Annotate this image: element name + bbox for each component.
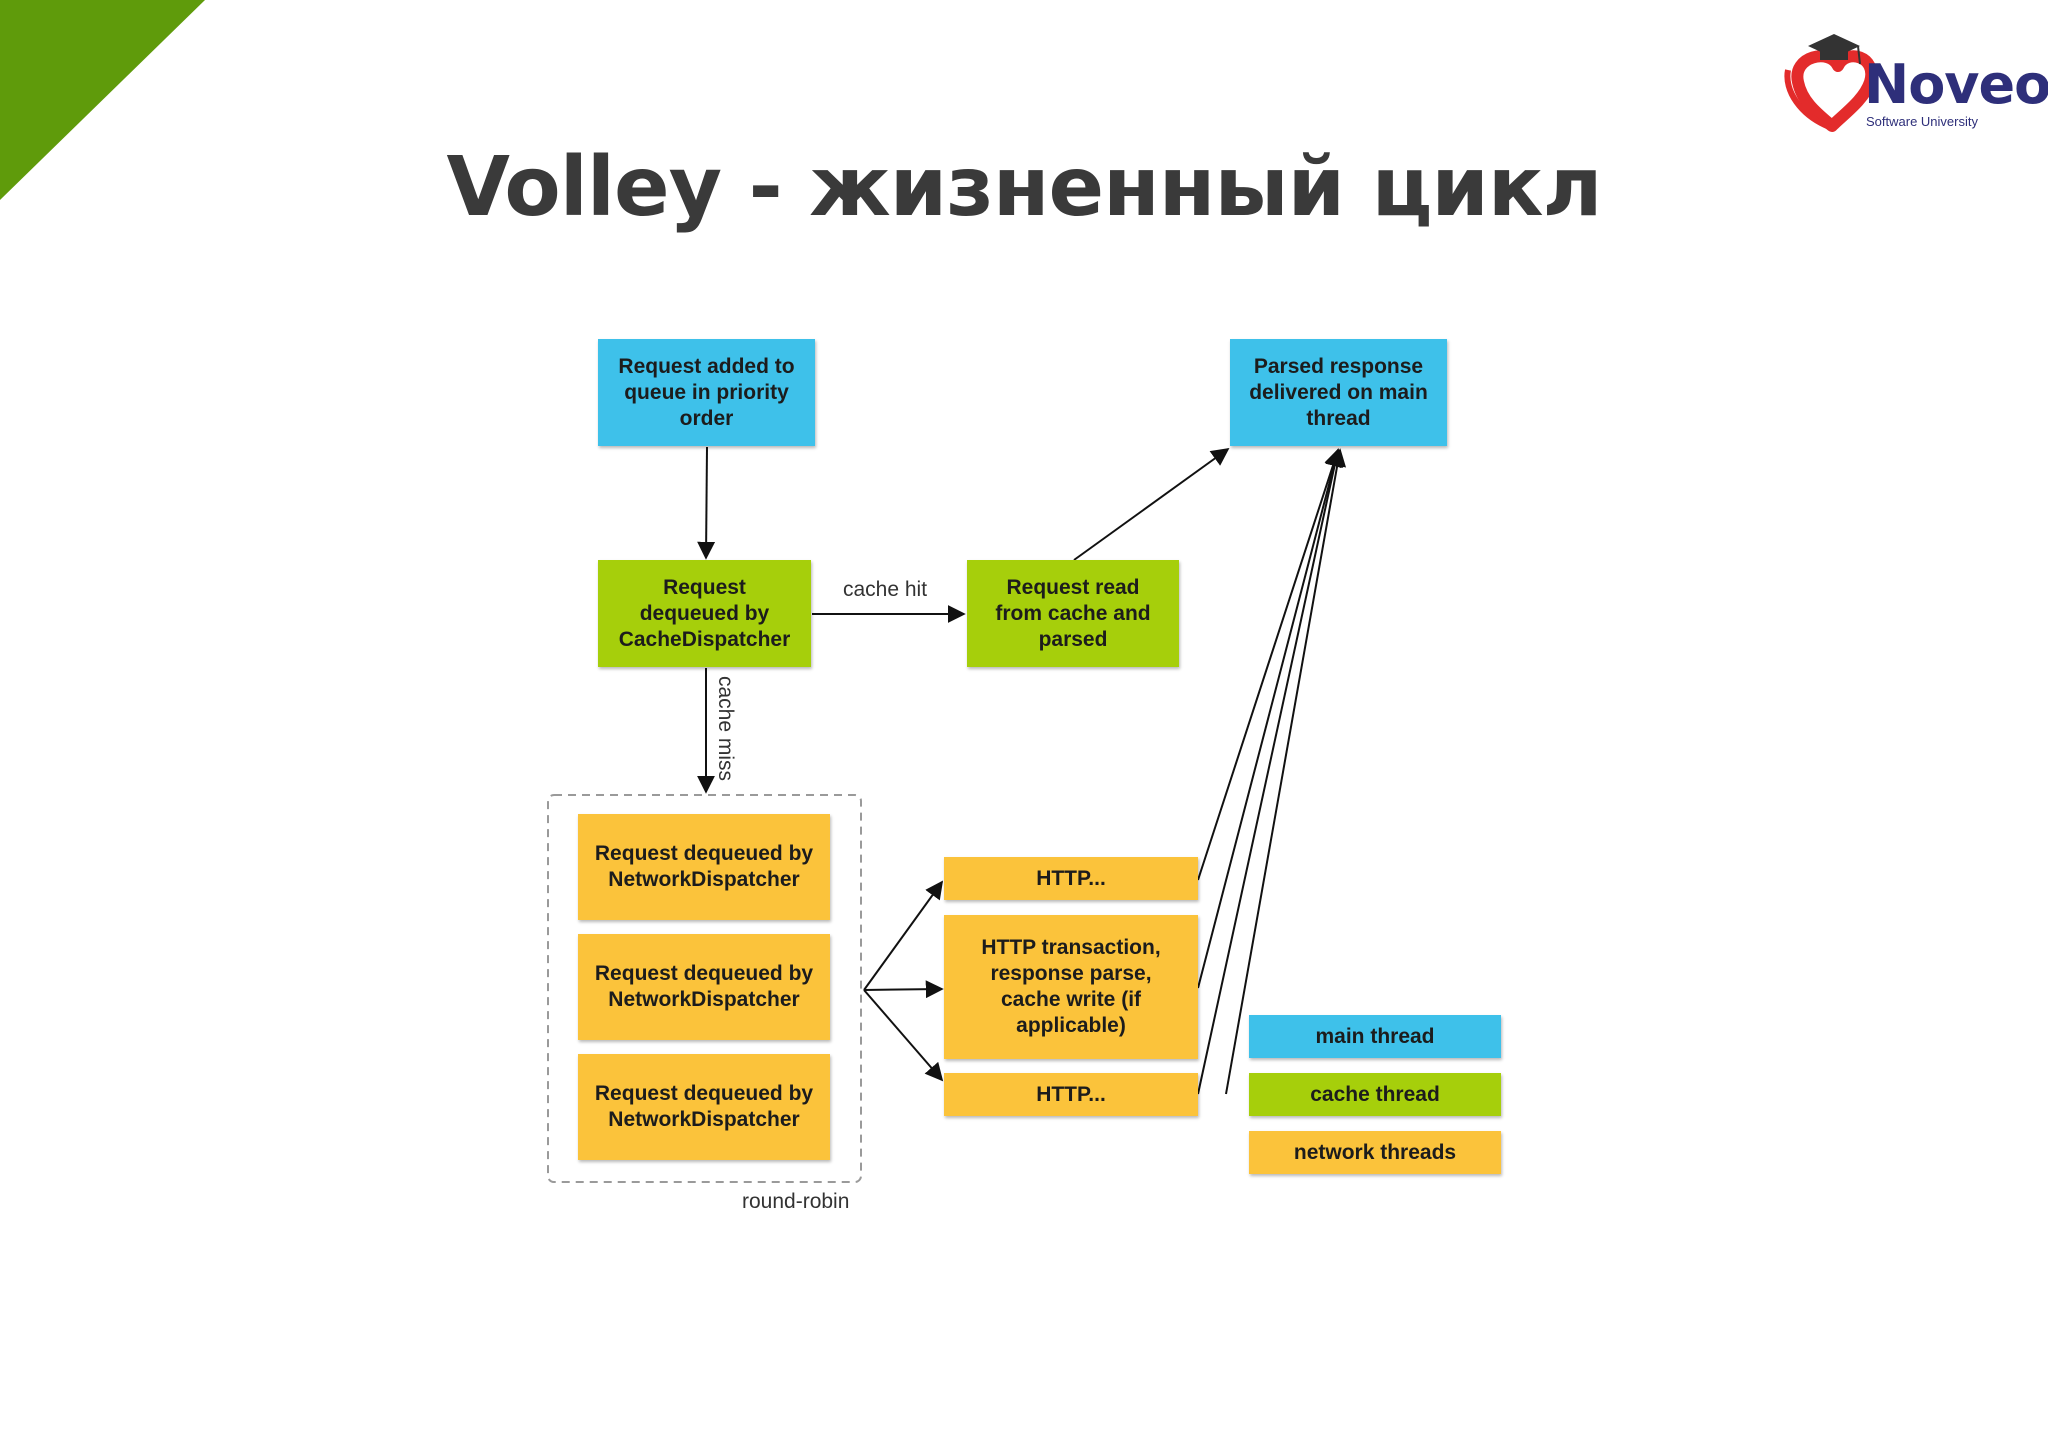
arrow-http-1-to-main (1197, 448, 1342, 881)
noveo-logo-icon (1784, 34, 1878, 132)
node-http-1: HTTP... (944, 857, 1198, 900)
node-network-dispatcher-2: Request dequeued by NetworkDispatcher (578, 934, 830, 1040)
arrow-cache-to-main (1073, 447, 1230, 561)
logo-name: Noveo (1864, 53, 2048, 116)
node-network-dispatcher-3: Request dequeued by NetworkDispatcher (578, 1054, 830, 1160)
arrow-fanout-http-3 (863, 989, 944, 1082)
legend-network-threads: network threads (1249, 1131, 1501, 1174)
label-round-robin: round-robin (742, 1190, 850, 1213)
arrow-fanout-http-transaction (863, 980, 944, 999)
arrow-http-3-to-main-b (1225, 448, 1347, 1095)
label-cache-miss: cache miss (714, 676, 737, 782)
legend-cache-thread: cache thread (1249, 1073, 1501, 1116)
node-parsed-response: Parsed response delivered on main thread (1230, 339, 1447, 446)
legend-main-thread: main thread (1249, 1015, 1501, 1058)
arrow-http-3-to-main-a (1197, 448, 1344, 1095)
logo-subtitle: Software University (1866, 114, 1978, 129)
corner-accent (0, 0, 205, 200)
round-robin-group (547, 794, 862, 1183)
arrow-http-transaction-to-main (1197, 448, 1343, 989)
node-request-added: Request added to queue in priority order (598, 339, 815, 446)
arrow-queue-to-cache (697, 446, 716, 560)
node-http-3: HTTP... (944, 1073, 1198, 1116)
node-network-dispatcher-1: Request dequeued by NetworkDispatcher (578, 814, 830, 920)
node-cache-dispatcher: Request dequeued by CacheDispatcher (598, 560, 811, 667)
arrow-fanout-http-1 (863, 880, 944, 991)
node-http-transaction: HTTP transaction, response parse, cache … (944, 915, 1198, 1059)
node-read-from-cache: Request read from cache and parsed (967, 560, 1179, 667)
page-title: Volley - жизненный цикл (446, 140, 1602, 235)
label-cache-hit: cache hit (843, 578, 928, 601)
